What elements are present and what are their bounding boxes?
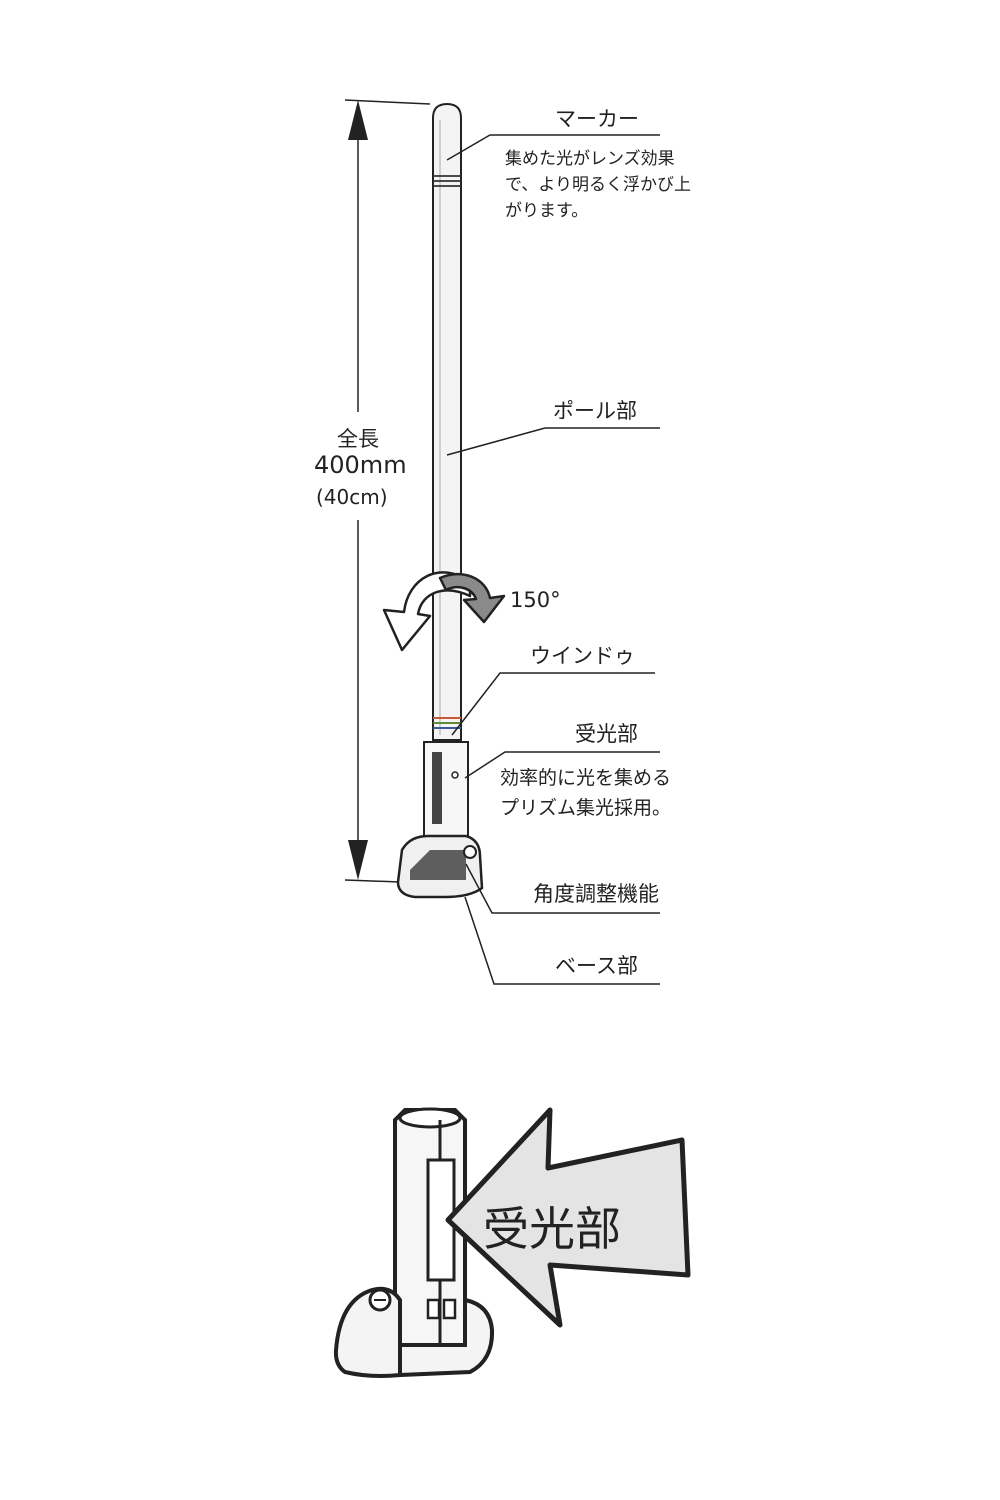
- total-length-label: 全長: [337, 427, 379, 451]
- base-inner: [410, 850, 466, 880]
- rotation-arrow-right: [438, 572, 506, 624]
- receiver-housing: [423, 741, 469, 846]
- base-title: ベース部: [555, 954, 638, 978]
- marker-title: マーカー: [555, 107, 639, 131]
- leader-lines: [446, 134, 660, 985]
- detail-arrow-label: 受光部: [483, 1202, 621, 1256]
- receiver-desc-line1: 効率的に光を集める: [500, 767, 672, 789]
- receiver-desc-line2: プリズム集光採用。: [500, 797, 672, 819]
- marker-stripes: [433, 175, 461, 187]
- length-cm-value: (40cm): [316, 485, 388, 509]
- receiver-detail: [333, 1107, 495, 1378]
- receiver-window: [432, 752, 442, 824]
- dimension-arrow-top: [348, 100, 368, 140]
- receiver-title: 受光部: [575, 722, 638, 746]
- dimension-line: [344, 99, 431, 883]
- pole-title: ポール部: [553, 399, 637, 423]
- angle-label: 150°: [510, 588, 561, 612]
- receiver-indicator: [451, 771, 459, 779]
- window-title: ウインドゥ: [530, 644, 635, 668]
- length-mm-value: 400mm: [314, 451, 407, 479]
- marker-description: 集めた光がレンズ効果で、より明るく浮かび上がります。: [505, 149, 691, 221]
- pole: [432, 102, 462, 741]
- receiver-callout-arrow: [445, 1107, 691, 1328]
- dimension-arrow-bottom: [348, 840, 368, 880]
- window-stripes: [433, 717, 461, 729]
- angle-adjust-title: 角度調整機能: [533, 882, 659, 906]
- angle-adjust-screw: [463, 845, 477, 859]
